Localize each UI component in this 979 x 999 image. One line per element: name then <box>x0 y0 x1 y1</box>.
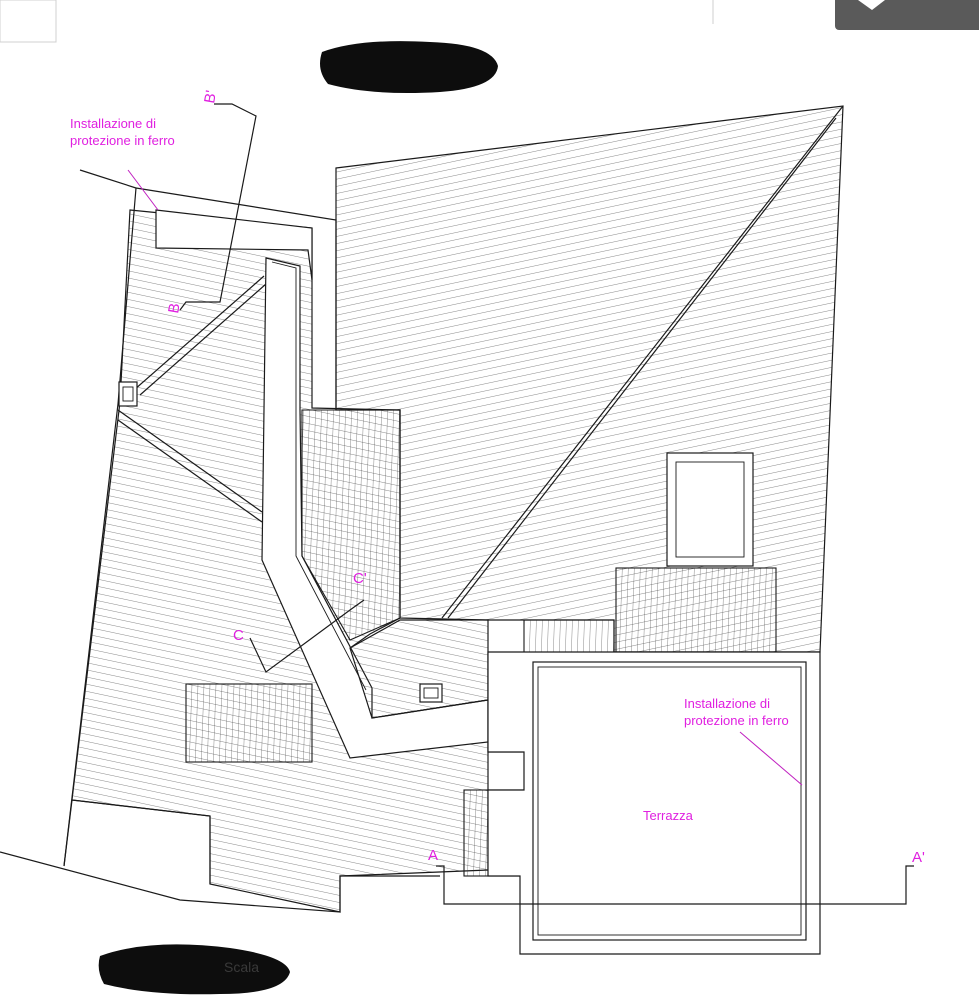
annotation-top-line2: protezione in ferro <box>70 133 175 148</box>
top-ui-remnants <box>0 0 979 43</box>
annotation-right-line1: Installazione di <box>684 696 770 711</box>
section-mark-b: B <box>165 302 183 315</box>
section-line-b <box>179 103 257 311</box>
top-left-strip <box>155 209 313 281</box>
section-mark-b-prime: B' <box>201 89 220 105</box>
annotation-right-leader <box>739 731 803 786</box>
section-mark-c: C <box>233 627 244 644</box>
scale-label-fragment: Scala <box>224 959 259 975</box>
vent-center <box>419 683 443 703</box>
redacted-scale-label: Scala <box>98 944 291 995</box>
share-icon[interactable] <box>858 0 885 10</box>
terrace-label: Terrazza <box>643 808 694 823</box>
lower-left-wall <box>71 799 211 884</box>
hip-line-2 <box>139 283 267 396</box>
roof-rect-lower-left <box>185 683 313 763</box>
section-line-a <box>436 865 914 905</box>
hip-line <box>133 275 265 391</box>
section-line-c <box>249 599 365 673</box>
toolbar-button[interactable] <box>835 0 979 30</box>
annotation-top-line1: Installazione di <box>70 116 156 131</box>
terrace-inner-outline <box>532 661 807 941</box>
skylight-inner <box>675 461 745 558</box>
guide-line <box>79 169 137 189</box>
section-mark-c-prime: C' <box>353 570 367 587</box>
valley-line-2 <box>117 419 263 523</box>
corner-panel <box>0 0 57 43</box>
terrace-outer <box>487 651 821 955</box>
vent-left-inner <box>122 386 134 402</box>
roof-ridge-line <box>441 105 844 619</box>
roof-block-right <box>615 567 777 653</box>
upper-wall <box>135 187 337 410</box>
vent-center-inner <box>423 687 439 699</box>
bottom-wall-line <box>0 851 440 913</box>
annotation-top-leader <box>127 169 159 211</box>
section-mark-a-prime: A' <box>912 849 925 866</box>
valley-line <box>117 409 263 513</box>
terrace-inner-outline-2 <box>537 666 802 936</box>
stair-top <box>523 619 615 655</box>
left-outer-wall <box>63 187 137 867</box>
redacted-title <box>320 41 498 93</box>
vent-left <box>118 381 138 407</box>
annotation-right-line2: protezione in ferro <box>684 713 789 728</box>
section-mark-a: A <box>428 847 438 864</box>
central-roof-patch <box>301 409 401 641</box>
annotation-iron-protection-right: Installazione di protezione in ferro <box>684 696 803 786</box>
skylight <box>666 452 754 567</box>
corridor-inner-line <box>271 261 367 691</box>
lower-central-roof <box>349 619 489 719</box>
roof-ridge-line-2 <box>447 117 837 619</box>
annotation-iron-protection-top: Installazione di protezione in ferro <box>70 116 175 211</box>
